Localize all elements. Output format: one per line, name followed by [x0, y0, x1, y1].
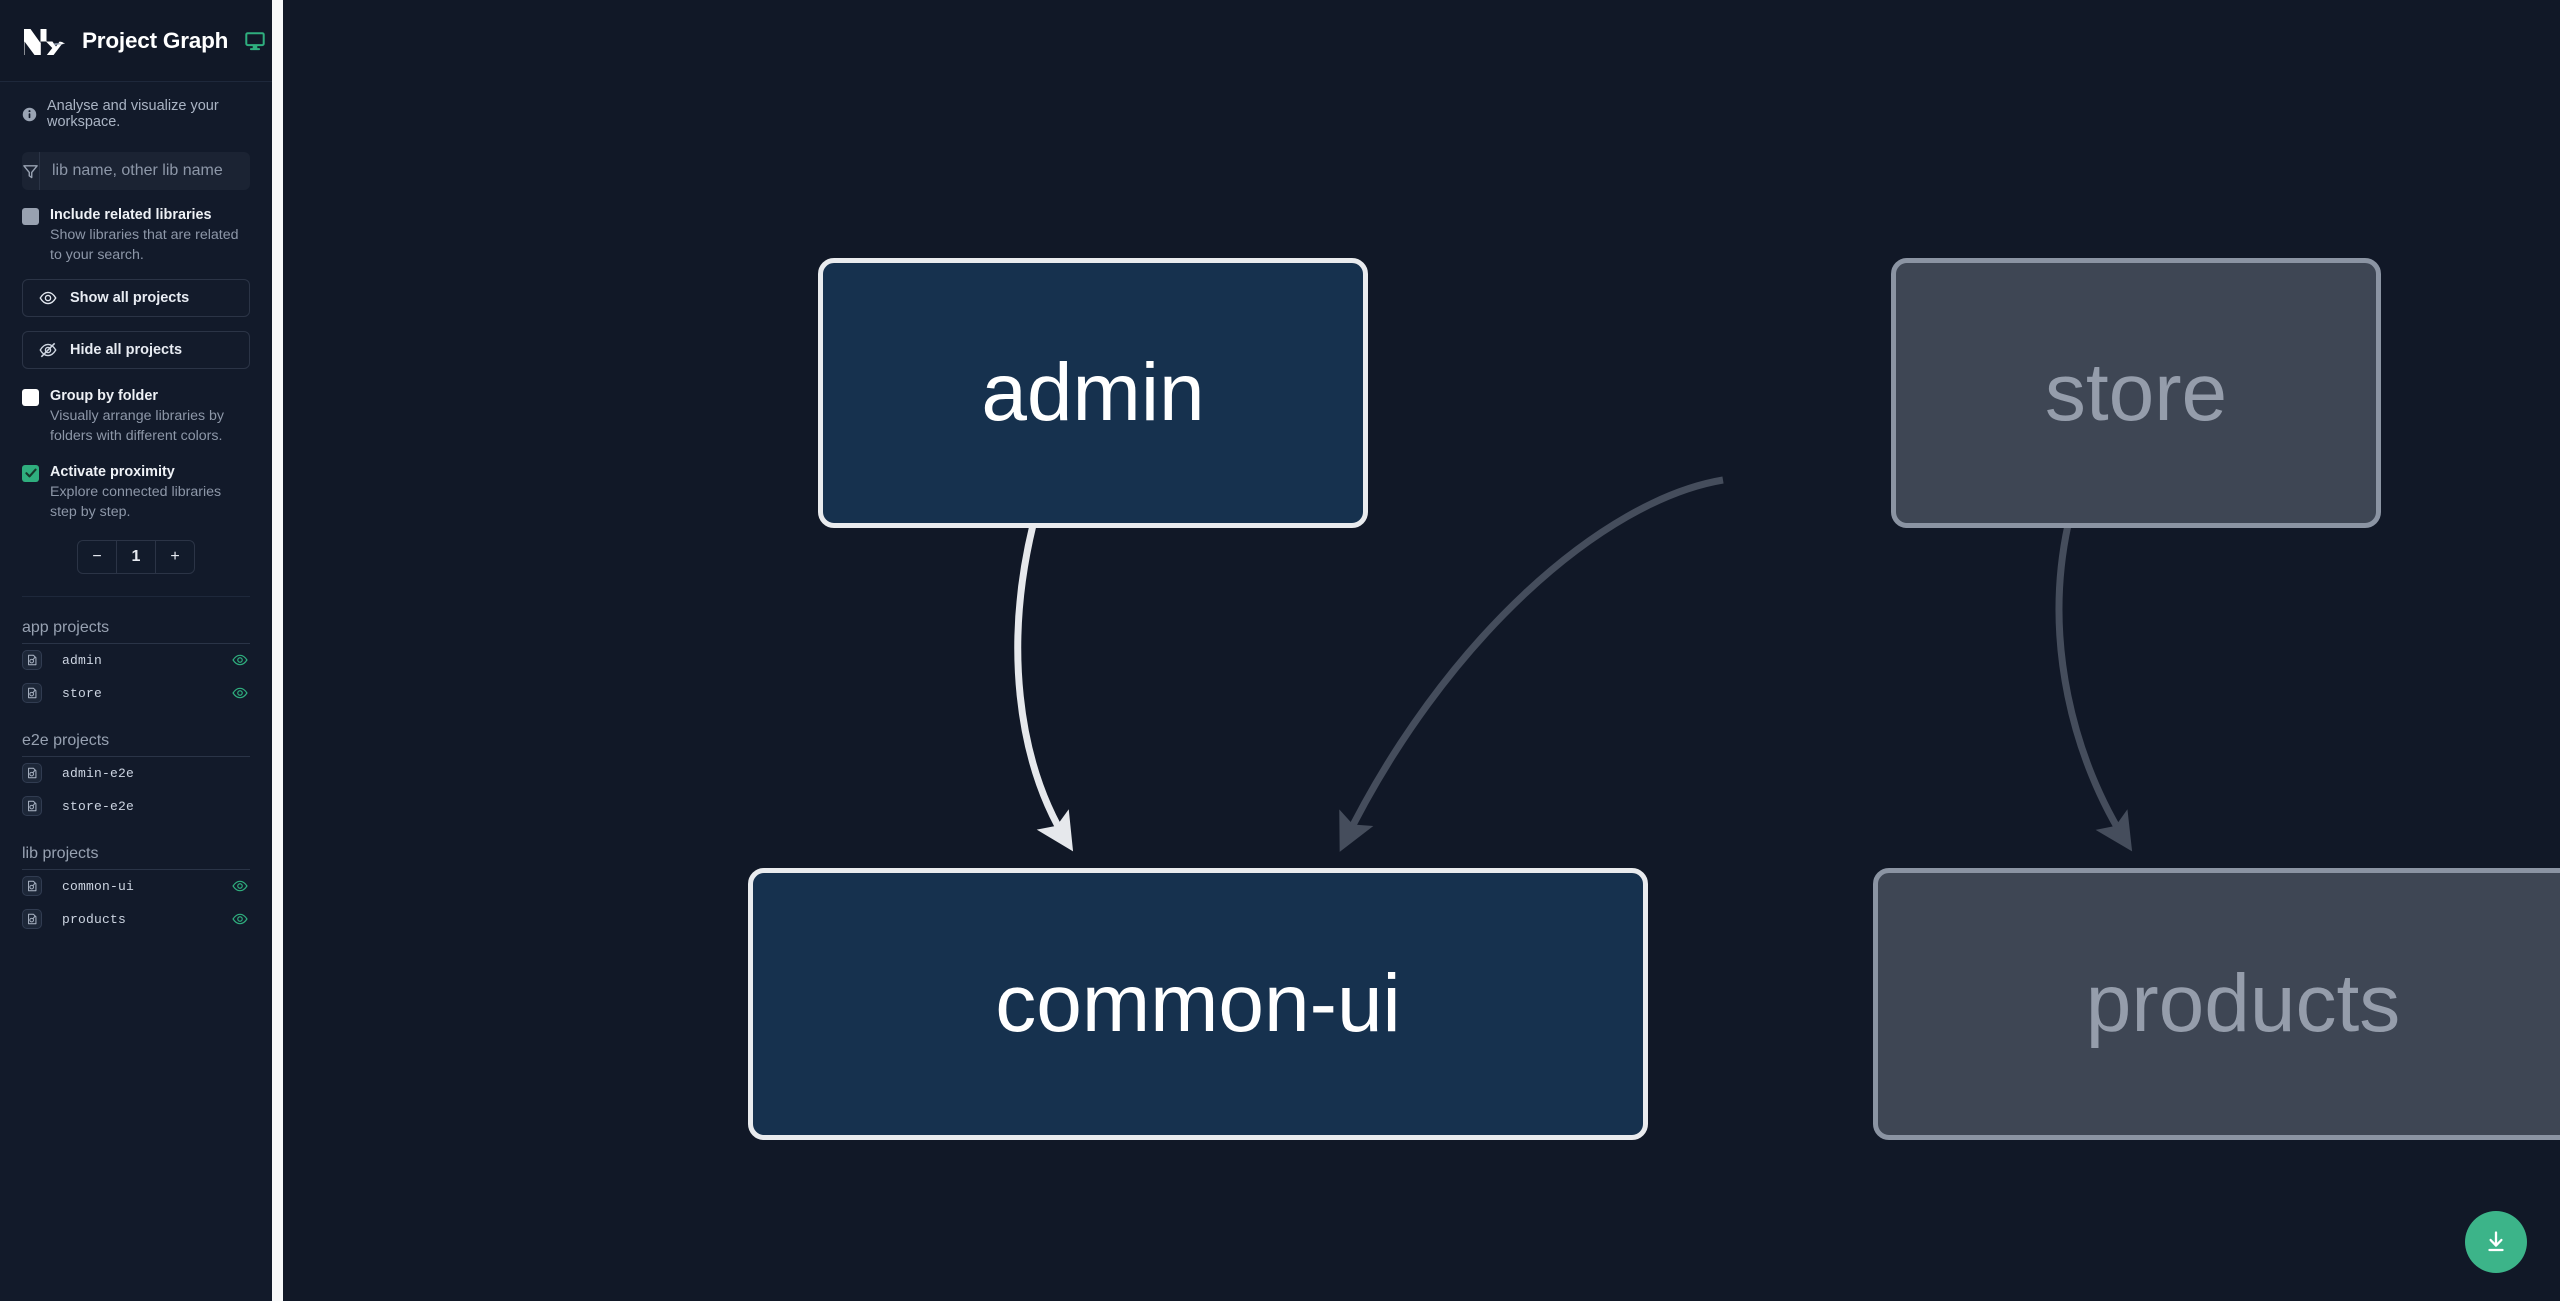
project-file-icon-box: [22, 796, 42, 817]
option-label: Activate proximity: [50, 463, 175, 480]
tagline: Analyse and visualize your workspace.: [0, 82, 272, 138]
filter-icon-box: [22, 152, 40, 190]
project-file-icon-box: [22, 650, 42, 671]
proximity-stepper[interactable]: − 1 +: [77, 539, 195, 574]
project-row-store[interactable]: store: [22, 677, 250, 710]
project-file-icon-box: [22, 909, 42, 930]
edge-admin-to-common-ui: [1014, 524, 1074, 852]
show-all-projects-button[interactable]: Show all projects: [22, 279, 250, 318]
graph-edges: [1014, 476, 2133, 852]
download-icon: [2488, 1231, 2504, 1252]
project-file-icon: [28, 768, 37, 779]
project-list: app projects admin store e2e projects admin-…: [0, 597, 272, 1301]
eye-off-icon: [39, 343, 57, 358]
page-title: Project Graph: [82, 27, 229, 53]
project-file-icon: [28, 881, 37, 892]
graph-node-label: store: [2044, 347, 2228, 438]
project-name: admin: [62, 652, 103, 668]
check-icon: [24, 468, 37, 478]
eye-icon: [39, 292, 57, 305]
project-group-title: lib projects: [22, 844, 99, 862]
sidebar-header: Project Graph: [0, 0, 272, 82]
option-group-by-folder[interactable]: Group by folder Visually arrange librari…: [22, 387, 250, 446]
project-row-admin-e2e[interactable]: admin-e2e: [22, 757, 250, 790]
visibility-eye-icon[interactable]: [232, 911, 248, 927]
project-row-common-ui[interactable]: common-ui: [22, 870, 250, 903]
funnel-icon: [23, 164, 38, 178]
proximity-value: 1: [116, 540, 156, 573]
project-group-title: e2e projects: [22, 731, 110, 749]
visibility-eye-icon[interactable]: [232, 685, 248, 701]
download-graph-button[interactable]: [2465, 1211, 2527, 1273]
option-include-related-libraries[interactable]: Include related libraries Show libraries…: [22, 206, 250, 265]
option-description: Explore connected libraries step by step…: [50, 483, 222, 520]
project-name: store: [62, 685, 103, 701]
project-file-icon-box: [22, 683, 42, 704]
hide-all-projects-label: Hide all projects: [70, 342, 183, 359]
project-group-title: app projects: [22, 618, 110, 636]
project-group-divider: [22, 868, 250, 870]
graph-node-label: common-ui: [995, 958, 1401, 1049]
monitor-icon[interactable]: [244, 30, 266, 52]
project-name: store-e2e: [62, 798, 135, 814]
graph-node-admin[interactable]: admin: [818, 258, 1368, 528]
option-label: Include related libraries: [50, 207, 212, 223]
visibility-eye-icon[interactable]: [232, 652, 248, 668]
project-file-icon-box: [22, 876, 42, 897]
edge-store-to-common-ui: [1339, 476, 1724, 852]
project-name: products: [62, 911, 127, 927]
project-file-icon: [28, 914, 37, 925]
show-all-projects-label: Show all projects: [70, 290, 190, 307]
sidebar-divider: [22, 595, 250, 597]
project-name: admin-e2e: [62, 765, 135, 781]
info-icon: [22, 107, 37, 121]
hide-all-projects-button[interactable]: Hide all projects: [22, 331, 250, 370]
search-field[interactable]: [22, 152, 250, 190]
search-input[interactable]: [40, 152, 250, 190]
proximity-increment-button[interactable]: +: [156, 540, 194, 573]
graph-node-products[interactable]: products: [1873, 868, 2560, 1140]
graph-node-label: products: [2085, 958, 2401, 1049]
graph-canvas[interactable]: admin store common-ui products: [283, 0, 2560, 1301]
proximity-decrement-button[interactable]: −: [78, 540, 116, 573]
project-file-icon: [28, 688, 37, 699]
sidebar-controls: Include related libraries Show libraries…: [0, 138, 272, 597]
edge-store-to-products: [2055, 524, 2133, 852]
nx-logo-icon: [24, 28, 65, 55]
project-row-store-e2e[interactable]: store-e2e: [22, 790, 250, 823]
visibility-eye-icon[interactable]: [232, 878, 248, 894]
graph-node-store[interactable]: store: [1891, 258, 2381, 528]
project-file-icon-box: [22, 763, 42, 784]
option-label: Group by folder: [50, 388, 158, 405]
project-group-divider: [22, 755, 250, 757]
project-name: common-ui: [62, 878, 135, 894]
project-file-icon: [28, 655, 37, 666]
sidebar-resize-handle[interactable]: [272, 0, 283, 1301]
option-activate-proximity[interactable]: Activate proximity Explore connected lib…: [22, 463, 250, 522]
graph-node-label: admin: [981, 347, 1205, 438]
project-row-admin[interactable]: admin: [22, 644, 250, 677]
project-row-products[interactable]: products: [22, 903, 250, 936]
project-file-icon: [28, 801, 37, 812]
option-description: Show libraries that are related to your …: [50, 227, 239, 264]
checkbox-include-related-libraries[interactable]: [22, 208, 39, 225]
tagline-text: Analyse and visualize your workspace.: [47, 98, 219, 130]
sidebar: Project Graph Analyse and visualize your…: [0, 0, 272, 1301]
checkbox-group-by-folder[interactable]: [22, 389, 39, 407]
checkbox-activate-proximity[interactable]: [22, 464, 39, 482]
project-group-divider: [22, 642, 250, 644]
graph-node-common-ui[interactable]: common-ui: [748, 868, 1648, 1140]
option-description: Visually arrange libraries by folders wi…: [50, 408, 225, 445]
